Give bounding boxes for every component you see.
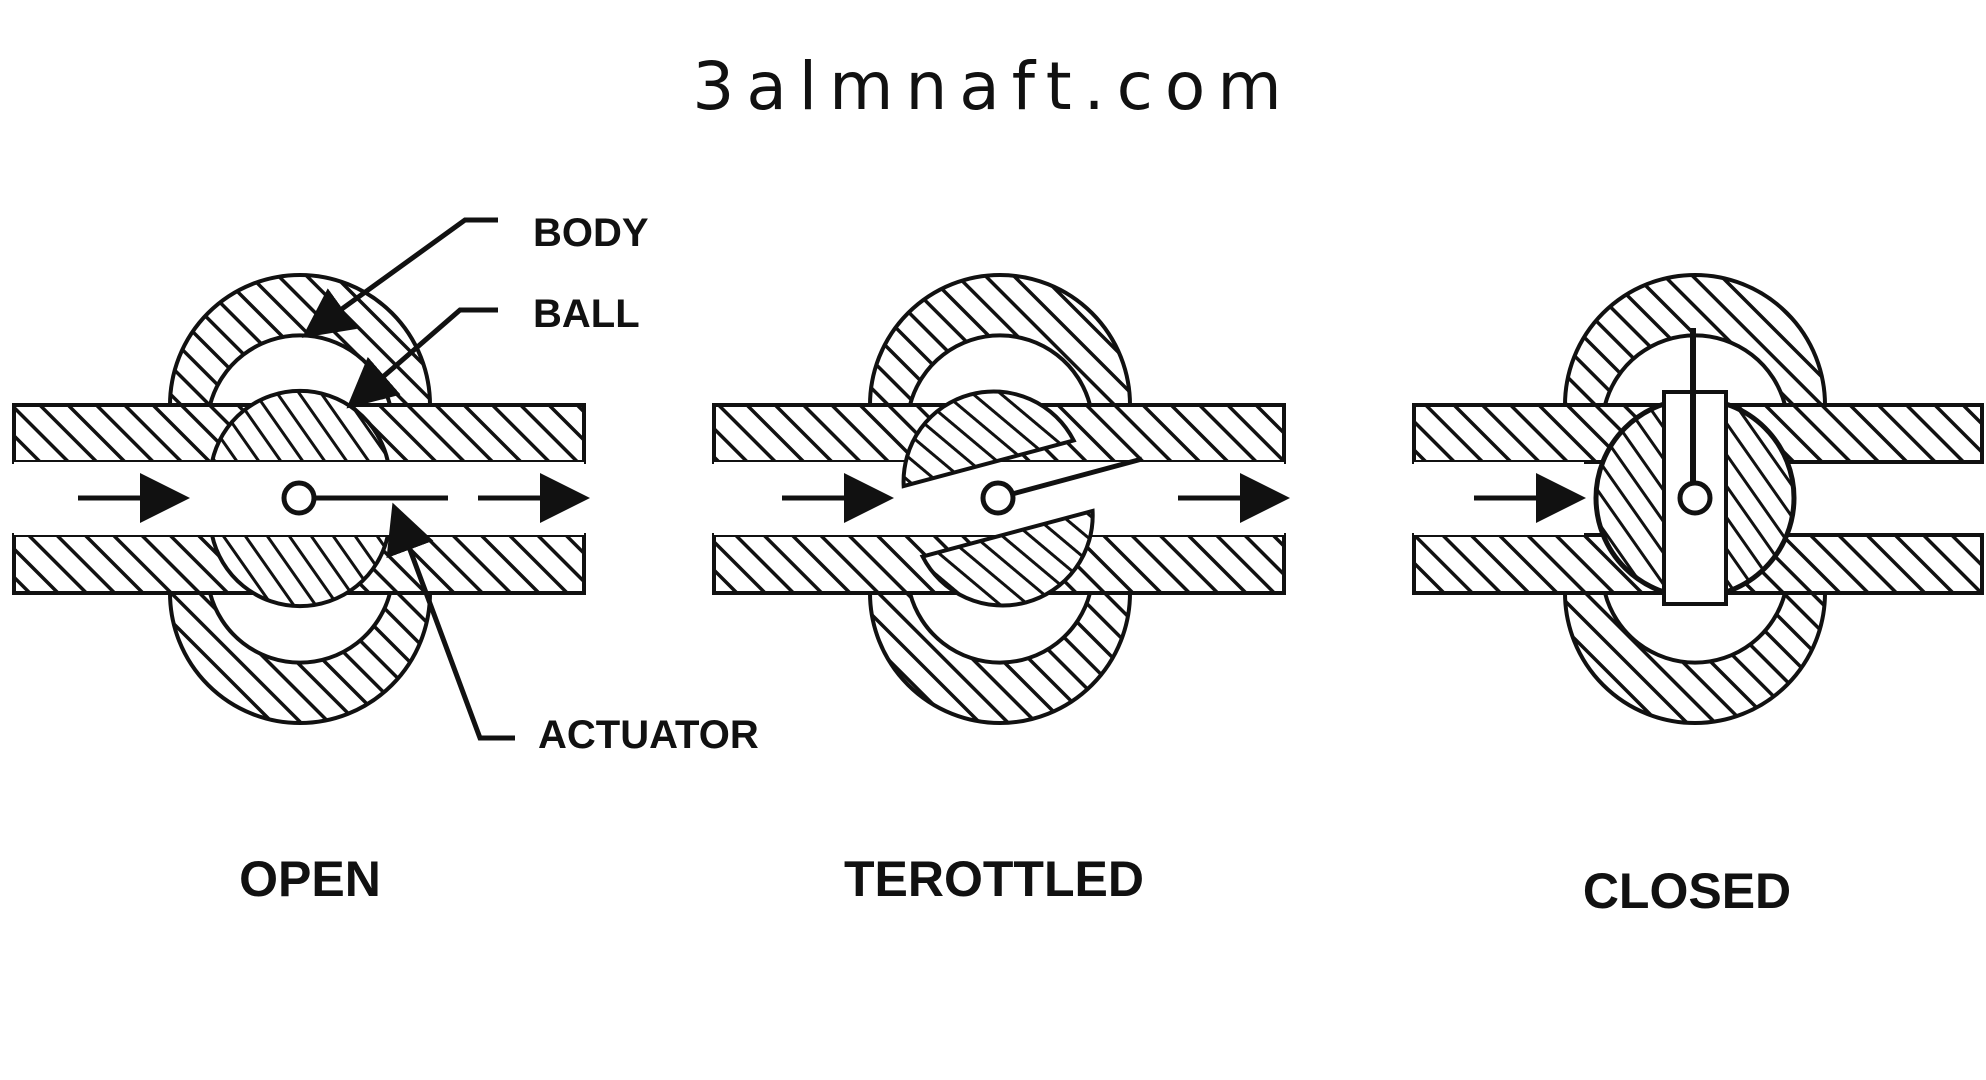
valve-body-top: [1562, 273, 1828, 407]
valve-open: [12, 217, 590, 741]
actuator-stem: [1011, 456, 1143, 497]
site-watermark: 3almnaft.com: [692, 48, 1294, 125]
ball-bottom: [209, 533, 391, 609]
state-label-open: OPEN: [239, 851, 381, 907]
ball-bottom: [919, 508, 1095, 608]
valve-body-bottom: [867, 591, 1133, 725]
body-leader-line: [301, 217, 498, 338]
ball-leader-line: [346, 307, 498, 409]
ball-top: [209, 388, 391, 464]
ball-label: BALL: [533, 292, 640, 336]
actuator-pivot: [980, 480, 1016, 516]
valve-body-top: [867, 273, 1133, 407]
actuator-leader-line: [386, 502, 515, 741]
valve-body-bottom: [1562, 591, 1828, 725]
ball-top: [901, 389, 1077, 489]
valve-closed: [1412, 273, 1984, 725]
actuator-pivot: [1677, 480, 1713, 516]
valve-throttled: [712, 273, 1290, 725]
valve-body-top: [167, 273, 433, 407]
actuator-pivot: [281, 480, 317, 516]
body-label: BODY: [533, 211, 649, 255]
actuator-label: ACTUATOR: [538, 713, 759, 757]
state-label-throttled: TEROTTLED: [844, 851, 1144, 907]
valve-body-bottom: [167, 591, 433, 725]
state-label-closed: CLOSED: [1583, 863, 1791, 919]
